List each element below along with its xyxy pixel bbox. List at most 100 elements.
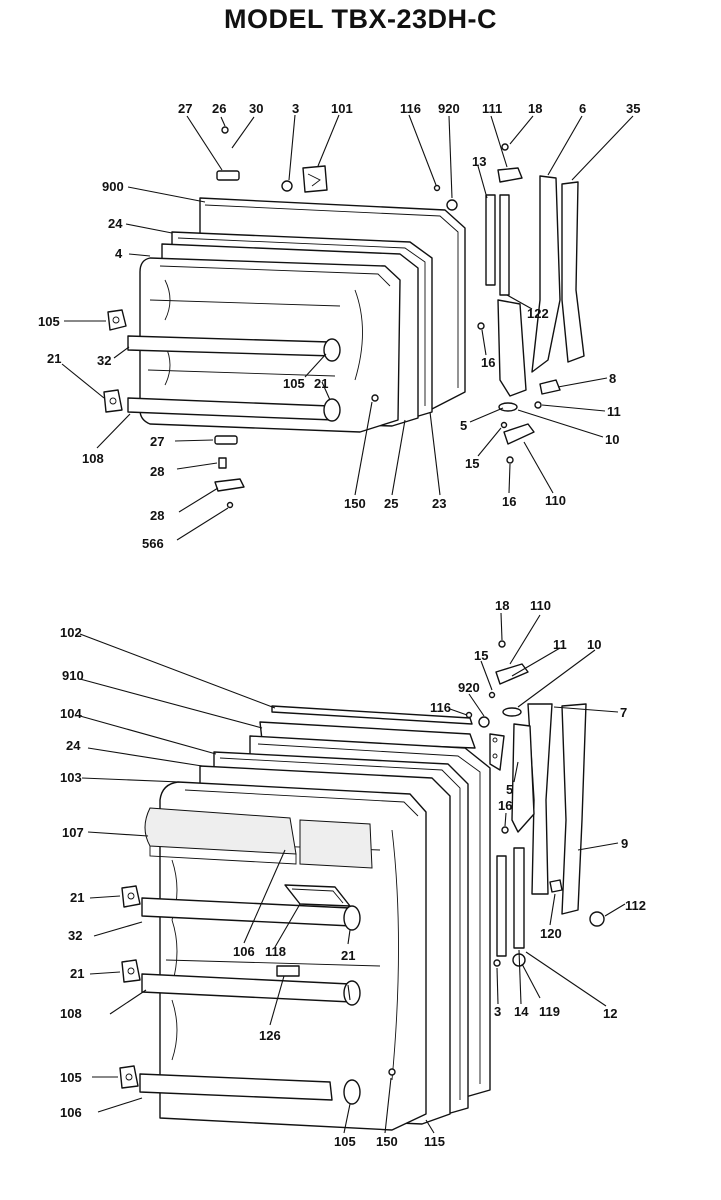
callout-8: 8	[609, 371, 616, 386]
callout-106b-lower: 106	[60, 1105, 82, 1120]
shelf-end-bracket	[103, 389, 123, 413]
callout-105a-lower: 105	[60, 1070, 82, 1085]
callout-28: 28	[150, 464, 164, 479]
screw-150-lower	[388, 1068, 396, 1076]
callout-18: 18	[528, 101, 542, 116]
screw-150	[371, 394, 379, 402]
callout-5-lower: 5	[506, 782, 513, 797]
callout-3: 3	[292, 101, 299, 116]
handle-trim-9	[561, 703, 587, 915]
callout-105b-lower: 105	[334, 1134, 356, 1149]
callout-118: 118	[265, 944, 286, 959]
hinge-bracket-lower	[489, 733, 505, 771]
callout-10-lower: 10	[587, 637, 601, 652]
callout-35: 35	[626, 101, 640, 116]
callout-110-lower: 110	[530, 598, 551, 613]
screw-16b	[506, 456, 514, 464]
callout-150: 150	[344, 496, 366, 511]
callout-21b-lower: 21	[341, 948, 355, 963]
shelf-end-bracket-21b	[121, 959, 141, 983]
callout-126: 126	[259, 1028, 281, 1043]
callout-3-lower: 3	[494, 1004, 501, 1019]
screw-15	[500, 421, 508, 429]
callout-106: 106	[233, 944, 255, 959]
hinge-8	[539, 379, 561, 395]
plug-112	[589, 911, 605, 927]
screw-16-lower	[501, 826, 509, 834]
callout-16-lower: 16	[498, 798, 512, 813]
callout-105b: 105	[283, 376, 305, 391]
callout-13: 13	[472, 154, 486, 169]
callout-24: 24	[108, 216, 123, 231]
callout-104: 104	[60, 706, 82, 721]
callout-26: 26	[212, 101, 226, 116]
callout-900: 900	[102, 179, 124, 194]
callout-15: 15	[465, 456, 479, 471]
label-126	[276, 965, 300, 977]
hinge-cover-5	[497, 299, 527, 397]
callout-12: 12	[603, 1006, 617, 1021]
callout-920-lower: 920	[458, 680, 480, 695]
dairy-compartment-door-right	[299, 819, 373, 869]
handle-clip-101	[302, 165, 328, 193]
callout-108-lower: 108	[60, 1006, 82, 1021]
spacer-28a	[218, 457, 227, 469]
upper-callout-labels: 27 26 30 3 101 116 920 111 18 6 35 900 1…	[38, 101, 640, 551]
door-top-trim-102	[271, 705, 473, 725]
callout-14: 14	[514, 1004, 529, 1019]
hinge-bracket-27	[216, 170, 240, 181]
callout-7: 7	[620, 705, 627, 720]
shelf-end-bracket	[107, 309, 127, 331]
hinge-pin-10-lower	[502, 707, 522, 717]
callout-16: 16	[481, 355, 495, 370]
callout-5: 5	[460, 418, 467, 433]
callout-116-lower: 116	[430, 700, 451, 715]
callout-21a-lower: 21	[70, 890, 84, 905]
hinge-110	[503, 423, 535, 445]
hinge-110-lower	[495, 663, 529, 685]
shelf-end-cap-right	[343, 905, 361, 931]
callout-21c-lower: 21	[70, 966, 84, 981]
callout-21: 21	[47, 351, 61, 366]
screw-566	[226, 501, 234, 509]
screw-18	[501, 143, 509, 151]
callout-4: 4	[115, 246, 123, 261]
screw-3-lower	[493, 959, 501, 967]
callout-9: 9	[621, 836, 628, 851]
hinge-strip-122	[499, 194, 510, 296]
clip-120	[549, 879, 563, 893]
screw-15-lower	[488, 691, 496, 699]
callout-150-lower: 150	[376, 1134, 398, 1149]
callout-102: 102	[60, 625, 82, 640]
strip-3	[496, 855, 507, 957]
callout-28b: 28	[150, 508, 164, 523]
callout-6: 6	[579, 101, 586, 116]
lower-inner-door-liner	[159, 781, 427, 1131]
cap-920	[446, 199, 458, 211]
screw-116	[433, 184, 441, 192]
callout-101: 101	[331, 101, 353, 116]
door-handle-6	[531, 175, 561, 373]
cap-920-lower	[478, 716, 490, 728]
shelf-end-cap-right	[343, 980, 361, 1006]
strip-14	[513, 847, 525, 949]
bracket-27b	[214, 435, 238, 445]
shelf-end-bracket-105	[119, 1065, 139, 1089]
callout-115: 115	[424, 1134, 445, 1149]
callout-910: 910	[62, 668, 84, 683]
hinge-cover-5-lower	[511, 723, 535, 833]
shelf-end-cap-right	[343, 1079, 361, 1105]
callout-30: 30	[249, 101, 263, 116]
upper-door-assembly	[103, 126, 585, 509]
handle-trim-35	[561, 181, 585, 363]
callout-122: 122	[527, 306, 549, 321]
shelf-end-cap	[323, 398, 341, 422]
callout-566: 566	[142, 536, 164, 551]
callout-105: 105	[38, 314, 60, 329]
shelf-end-cap	[323, 338, 341, 362]
callout-24-lower: 24	[66, 738, 81, 753]
callout-32: 32	[97, 353, 111, 368]
callout-103: 103	[60, 770, 82, 785]
lower-door-assembly	[119, 640, 605, 1131]
callout-110: 110	[545, 493, 566, 508]
